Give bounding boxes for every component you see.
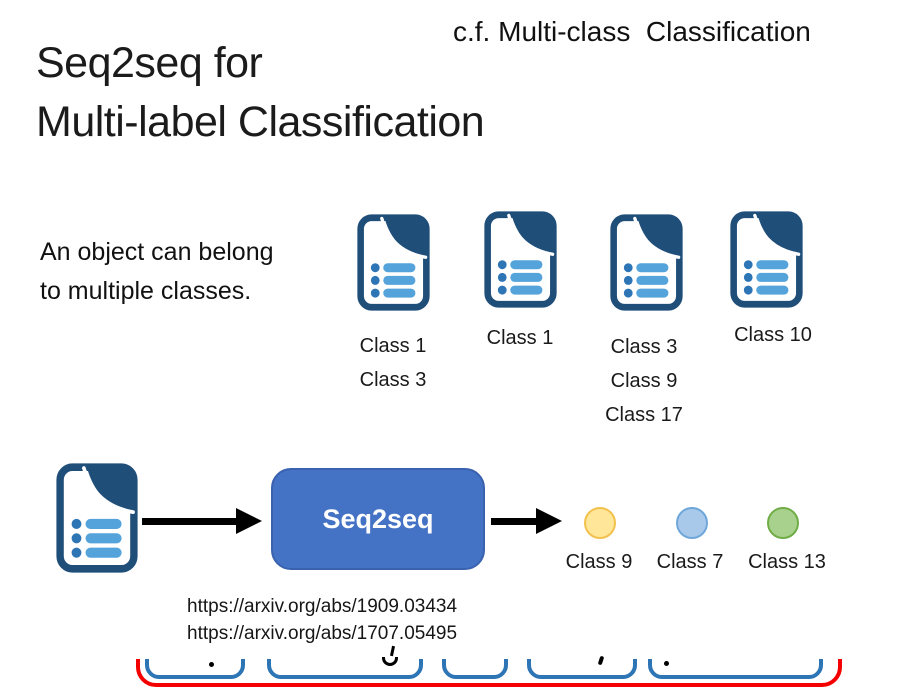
seq2seq-model-label: Seq2seq (322, 503, 434, 534)
page-title-line1: Seq2seq for (36, 39, 263, 87)
intro-text: An object can belong to multiple classes… (40, 238, 274, 305)
arrow-right (142, 518, 236, 525)
output-class-label: Class 13 (748, 551, 826, 573)
clipped-blue-box (145, 659, 245, 679)
clipped-bottom-strip (0, 659, 910, 694)
page-title: Seq2seq for Multi-label Classification (36, 34, 485, 152)
output-class-label: Class 9 (565, 551, 633, 573)
example-4-class-labels: Class 10 (726, 318, 820, 352)
clipped-text-fragment (209, 662, 214, 667)
class-label: Class 1 (486, 327, 554, 349)
red-frame-outline (136, 659, 842, 687)
class-label: Class 1 (359, 335, 427, 357)
input-document-icon (56, 463, 138, 573)
clipped-text-fragment (664, 661, 669, 666)
output-dot-blue (676, 507, 708, 539)
clipped-text-fragment (382, 657, 398, 666)
class-label: Class 10 (734, 324, 812, 346)
document-list-icon (357, 214, 430, 311)
clipped-blue-box (267, 659, 423, 679)
document-list-icon (484, 211, 557, 308)
reference-url: https://arxiv.org/abs/1909.03434 (187, 596, 458, 617)
class-label: Class 9 (610, 370, 678, 392)
class-label: Class 3 (359, 369, 427, 391)
output-dot-yellow (584, 507, 616, 539)
example-3-class-labels: Class 3 Class 9 Class 17 (597, 330, 691, 432)
arrow-right-head (236, 508, 262, 534)
clipped-blue-box (648, 659, 823, 679)
seq2seq-model-box: Seq2seq (271, 468, 485, 570)
clipped-text-fragment (389, 645, 396, 657)
example-2-class-labels: Class 1 (473, 321, 567, 355)
document-list-icon (730, 211, 803, 308)
clipped-blue-box (442, 659, 508, 679)
class-label: Class 17 (605, 404, 683, 426)
clipped-blue-box (527, 659, 637, 679)
page-title-line2: Multi-label Classification (36, 98, 485, 146)
reference-url: https://arxiv.org/abs/1707.05495 (187, 623, 458, 644)
example-1-class-labels: Class 1 Class 3 (346, 329, 440, 397)
arrow-right-head (536, 508, 562, 534)
arrow-right (491, 518, 536, 525)
reference-urls: https://arxiv.org/abs/1909.03434 https:/… (187, 593, 457, 647)
output-dot-green (767, 507, 799, 539)
document-list-icon (610, 214, 683, 311)
output-class-label: Class 7 (656, 551, 724, 573)
class-label: Class 3 (610, 336, 678, 358)
corner-note: c.f. Multi-class Classification (453, 16, 811, 47)
